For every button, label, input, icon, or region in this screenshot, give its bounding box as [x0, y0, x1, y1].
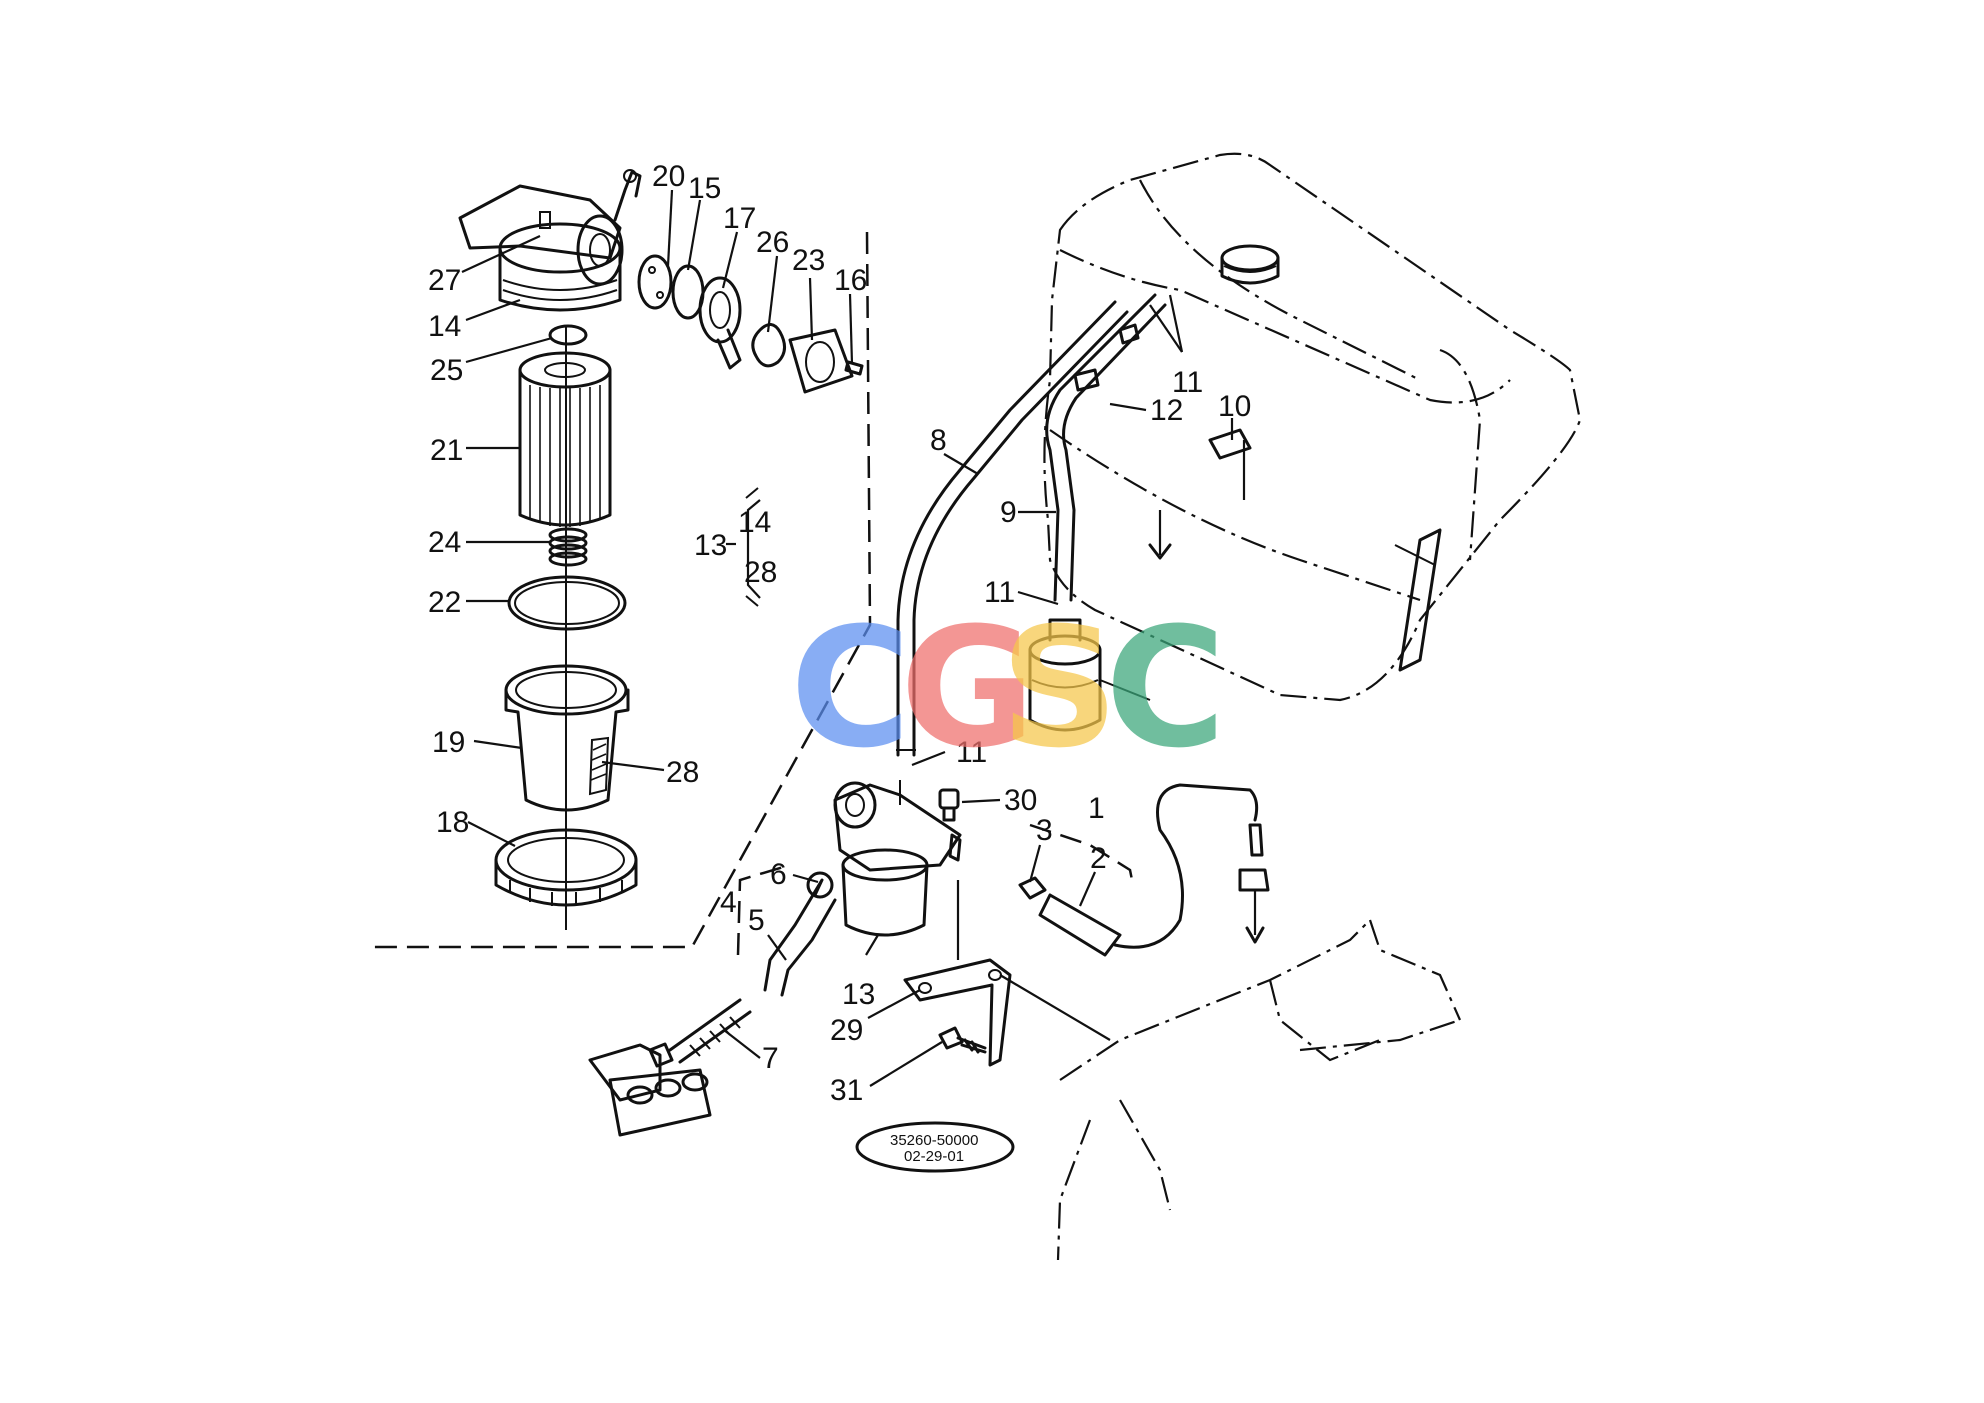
- leader-lines: [461, 189, 1234, 1087]
- filter-head: [458, 169, 642, 312]
- reference-code: 35260-50000 02-29-01: [890, 1132, 978, 1165]
- callout-7: 7: [762, 1042, 779, 1075]
- callout-24: 24: [428, 526, 461, 559]
- watermark-letter-4: C: [1105, 592, 1226, 784]
- callout-10: 10: [1218, 390, 1251, 423]
- reference-oval: [855, 1121, 1015, 1173]
- group-bracket-1: [1029, 823, 1134, 881]
- callout-28: 28: [666, 756, 699, 789]
- callout-1: 1: [1088, 792, 1105, 825]
- reference-code-line2: 02-29-01: [904, 1148, 964, 1165]
- cock-30: [938, 788, 960, 822]
- fuel-tank: [1043, 152, 1582, 702]
- watermark-letter-1: C: [790, 592, 911, 784]
- callout-8: 8: [930, 424, 947, 457]
- callout-11-top: 11: [1172, 366, 1203, 399]
- hose-clip-12: [1073, 323, 1140, 392]
- watermark-letter-2: G: [900, 592, 1035, 784]
- callout-labels: 20 15 17 26 23 16 27 14 25 21 24 22 19 2…: [428, 160, 1251, 1107]
- callout-12: 12: [1150, 394, 1183, 427]
- callout-26: 26: [756, 226, 789, 259]
- callout-20: 20: [652, 160, 685, 193]
- callout-14-group: 14: [738, 506, 771, 539]
- assembly-group-bracket: [726, 487, 761, 607]
- bracket-29: [903, 880, 1012, 1067]
- group-boundary-dashed: [365, 231, 872, 949]
- hose-5: [763, 871, 837, 997]
- callout-25: 25: [430, 354, 463, 387]
- down-arrow-tank: [1148, 510, 1172, 560]
- callout-3: 3: [1036, 814, 1053, 847]
- watermark-logo: C G S C: [790, 592, 1226, 784]
- callout-11-mid: 11: [984, 576, 1015, 609]
- callout-14: 14: [428, 310, 461, 343]
- callout-15: 15: [688, 172, 721, 205]
- callout-30: 30: [1004, 784, 1037, 817]
- callout-16: 16: [834, 264, 867, 297]
- callout-11-low: 11: [956, 736, 987, 769]
- fuel-hose-8: [896, 300, 1129, 757]
- injection-pump: [588, 1042, 712, 1137]
- callout-6: 6: [770, 858, 787, 891]
- callout-5: 5: [748, 904, 765, 937]
- o-ring-25: [548, 324, 588, 346]
- pipe-assembly-2: [1018, 783, 1270, 957]
- callout-4: 4: [720, 886, 737, 919]
- fuel-hose-9: [1045, 293, 1167, 602]
- callout-23: 23: [792, 244, 825, 277]
- callout-18: 18: [436, 806, 469, 839]
- callout-28-group: 28: [744, 556, 777, 589]
- bolt-31: [938, 1026, 987, 1054]
- head-gasket-stack: [637, 254, 864, 394]
- callout-13-group: 13: [694, 529, 727, 562]
- reference-code-line1: 35260-50000: [890, 1132, 978, 1149]
- callout-21: 21: [430, 434, 463, 467]
- spring-24: [548, 527, 588, 567]
- callout-2: 2: [1090, 842, 1107, 875]
- hose-7: [668, 998, 752, 1064]
- group-bracket-4: [736, 863, 791, 956]
- callout-9: 9: [1000, 496, 1017, 529]
- callout-22: 22: [428, 586, 461, 619]
- filter-assembly-13: [833, 780, 962, 937]
- watermark-letter-3: S: [1000, 592, 1119, 784]
- callout-27: 27: [428, 264, 461, 297]
- machine-frame: [1056, 919, 1462, 1261]
- callout-13-main: 13: [842, 978, 875, 1011]
- callout-17: 17: [723, 202, 756, 235]
- callout-31: 31: [830, 1074, 863, 1107]
- callout-29: 29: [830, 1014, 863, 1047]
- callout-19: 19: [432, 726, 465, 759]
- water-separator: [1028, 618, 1151, 732]
